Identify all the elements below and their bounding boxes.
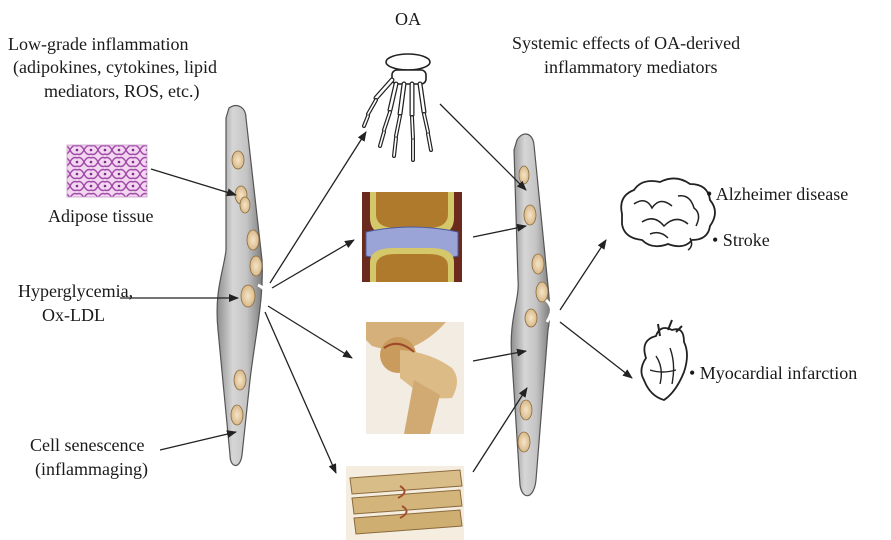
right-vessel [511,134,551,496]
arrow-to-spine [265,312,336,473]
heart-icon [641,320,687,400]
organ-arrows [560,240,632,378]
knee-joint-icon [362,192,462,282]
oa-arrows [265,132,366,473]
adipose-label: Adipose tissue [48,205,154,227]
alzheimer-label: • Alzheimer disease [706,183,848,205]
hand-skeleton-icon [364,54,431,160]
inflammaging-label: (inflammaging) [35,458,148,480]
brain-icon [621,178,715,250]
left-vessel [217,106,265,466]
arrow-hand-to-vessel [440,104,526,190]
systemic-title-2: inflammatory mediators [544,56,717,78]
systemic-title-1: Systemic effects of OA-derived [512,32,740,54]
stroke-label: • Stroke [712,229,770,251]
arrow-to-hip [268,306,352,358]
inflammation-title: Low-grade inflammation [8,33,188,55]
arrow-to-brain [560,240,606,310]
senescence-label: Cell senescence [30,434,144,456]
hip-joint-icon [366,322,464,434]
hyperglycemia-label: Hyperglycemia, [18,280,133,302]
inflammation-detail-2: mediators, ROS, etc.) [44,80,199,102]
oa-title: OA [395,8,421,30]
inflammation-detail-1: (adipokines, cytokines, lipid [13,56,217,78]
arrow-senescence [160,432,236,450]
spine-icon [346,466,464,540]
adipose-tissue-image [67,145,147,197]
arrow-to-knee [272,240,354,288]
oxldl-label: Ox-LDL [42,304,105,326]
myocardial-label: • Myocardial infarction [689,362,857,384]
arrow-to-heart [560,322,632,378]
arrow-adipose [151,169,236,195]
